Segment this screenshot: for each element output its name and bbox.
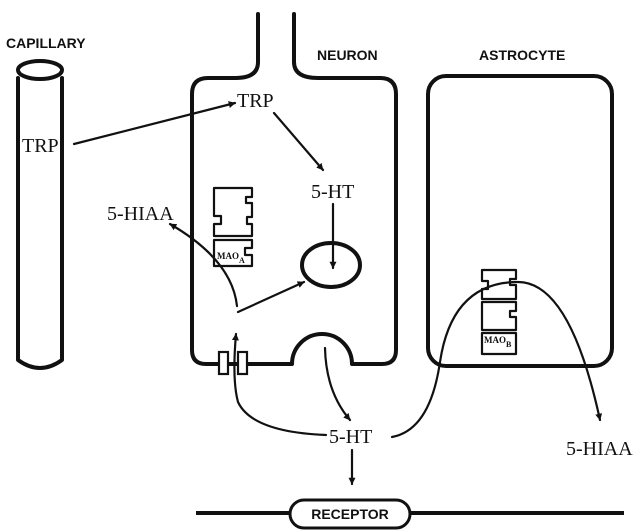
mao-b-label: MAOB [484, 335, 512, 349]
arrow-astrocyte-uptake [392, 282, 600, 437]
neuron-label: NEURON [317, 47, 378, 63]
receptor-label: RECEPTOR [311, 506, 389, 522]
5ht-synapse-label: 5-HT [329, 426, 372, 448]
arrow-trp-to-5ht [274, 113, 323, 170]
astrocyte-label: ASTROCYTE [479, 47, 565, 63]
arrow-to-vesicle [238, 282, 304, 312]
capillary [18, 61, 62, 368]
trp-capillary-label: TRP [22, 135, 59, 157]
5hiaa-left-label: 5-HIAA [107, 203, 174, 225]
capillary-label: CAPILLARY [6, 35, 86, 51]
arrow-release-5ht [325, 348, 350, 420]
arrow-trp-capillary-to-neuron [74, 103, 235, 144]
mao-a-label: MAOA [217, 251, 245, 265]
synaptic-vesicle [302, 243, 360, 287]
astrocyte-cell [428, 76, 612, 366]
arrow-reuptake [234, 334, 326, 435]
5hiaa-right-label: 5-HIAA [566, 438, 633, 460]
trp-neuron-label: TRP [237, 90, 274, 112]
5ht-neuron-label: 5-HT [311, 181, 354, 203]
